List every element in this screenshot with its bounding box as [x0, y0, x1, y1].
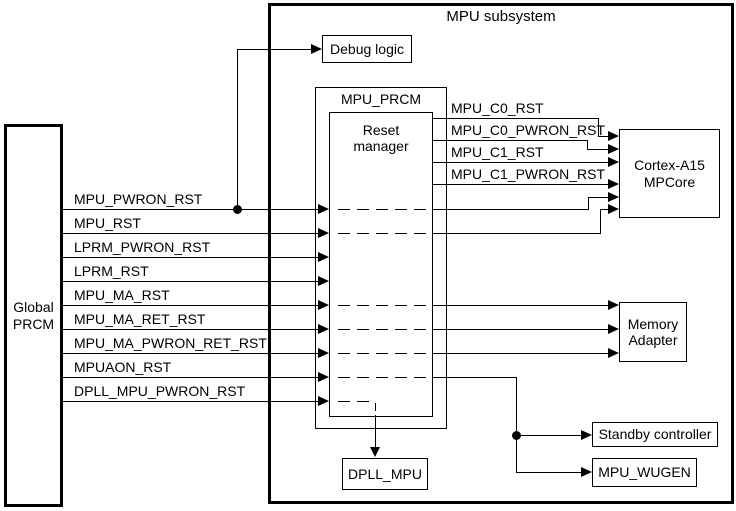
dashed-drop-dpll-mpu [375, 403, 376, 415]
debug-logic-label: Debug logic [330, 40, 404, 57]
arrowhead-mpu-ma-pwron-ret-rst [318, 348, 329, 358]
signal-line-mpu-pwron-rst [63, 209, 319, 210]
memory-line-mpu-ma-rst [433, 305, 609, 306]
passthrough-line2-mpu-rst [600, 209, 609, 210]
branch-line-debug-horizontal [237, 49, 312, 50]
arrowhead-mpu-c1-pwron-rst [608, 179, 619, 189]
signal-label-mpu-ma-ret-rst: MPU_MA_RET_RST [74, 311, 206, 327]
passthrough-line-mpu-rst [433, 233, 601, 234]
arrowhead-dpll-mpu [370, 447, 380, 457]
signal-line-mpu-c1-rst [433, 162, 609, 163]
arrowhead-standby-controller [581, 430, 592, 440]
mpu-prcm-label: MPU_PRCM [340, 91, 422, 107]
signal-line-lprm-rst [63, 281, 319, 282]
arrowhead-memory-mpu-ma-pwron-ret-rst [608, 348, 619, 358]
dashed-line-mpu-pwron-rst [338, 209, 433, 210]
reset-manager-box: Reset manager [329, 112, 433, 417]
mpu-wugen-label: MPU_WUGEN [598, 464, 691, 481]
standby-line [516, 435, 582, 436]
signal-line-mpu-ma-ret-rst [63, 329, 319, 330]
signal-line-dpll-mpu-pwron-rst [63, 401, 319, 402]
aon-line-vertical [516, 377, 517, 473]
arrowhead-cortex-mpu-pwron-rst [608, 192, 619, 202]
signal-line-mpu-c1-pwron-rst [433, 184, 609, 185]
arrowhead-cortex-mpu-rst [608, 204, 619, 214]
wugen-line [516, 472, 582, 473]
memory-line-mpu-ma-pwron-ret-rst [433, 353, 609, 354]
passthrough-bend-mpu-rst [600, 209, 601, 234]
signal-label-mpu-c0-pwron-rst: MPU_C0_PWRON_RST [451, 122, 606, 138]
passthrough-bend-mpu-pwron-rst [588, 197, 589, 210]
signal-label-mpu-c0-rst: MPU_C0_RST [451, 100, 544, 116]
arrowhead-mpu-c0-pwron-rst [608, 144, 619, 154]
dashed-line-mpu-ma-pwron-ret-rst [338, 353, 433, 354]
line-drop-dpll-mpu [375, 415, 376, 448]
signal-line-mpu-c0-pwron-rst [433, 140, 588, 141]
signal-label-lprm-pwron-rst: LPRM_PWRON_RST [74, 239, 211, 255]
passthrough-line-mpu-pwron-rst [433, 209, 589, 210]
dpll-mpu-box: DPLL_MPU [342, 458, 428, 490]
memory-adapter-box: Memory Adapter [619, 302, 687, 362]
debug-logic-box: Debug logic [322, 35, 412, 63]
cortex-a15-label: Cortex-A15 MPCore [634, 157, 705, 190]
memory-adapter-label: Memory Adapter [627, 315, 679, 348]
standby-controller-label: Standby controller [598, 426, 712, 443]
aon-line-horizontal [433, 377, 517, 378]
arrowhead-mpu-c0-rst [608, 131, 619, 141]
dashed-line-mpu-ma-ret-rst [338, 329, 433, 330]
memory-line-mpu-ma-ret-rst [433, 329, 609, 330]
arrowhead-dpll-mpu-pwron-rst [318, 396, 329, 406]
arrowhead-memory-mpu-ma-ret-rst [608, 324, 619, 334]
arrowhead-mpu-c1-rst [608, 157, 619, 167]
arrowhead-mpu-pwron-rst [318, 204, 329, 214]
dashed-line-dpll-mpu-pwron-rst [338, 401, 376, 402]
branch-line-debug-vertical [237, 49, 238, 210]
arrowhead-lprm-pwron-rst [318, 252, 329, 262]
signal-line-lprm-pwron-rst [63, 257, 319, 258]
arrowhead-lprm-rst [318, 276, 329, 286]
signal-label-mpu-pwron-rst: MPU_PWRON_RST [74, 191, 203, 207]
arrowhead-mpu-rst [318, 228, 329, 238]
arrowhead-mpuaon-rst [318, 372, 329, 382]
arrowhead-memory-mpu-ma-rst [608, 300, 619, 310]
signal-label-mpu-ma-pwron-ret-rst: MPU_MA_PWRON_RET_RST [74, 335, 267, 351]
dpll-mpu-label: DPLL_MPU [348, 465, 422, 482]
mpu-subsystem-title: MPU subsystem [446, 8, 556, 25]
passthrough-line2-mpu-pwron-rst [588, 197, 609, 198]
global-prcm-box: Global PRCM [4, 124, 63, 507]
arrowhead-mpu-ma-rst [318, 300, 329, 310]
signal-line-mpuaon-rst [63, 377, 319, 378]
reset-manager-label: Reset manager [353, 122, 409, 155]
signal-label-mpu-c1-rst: MPU_C1_RST [451, 144, 544, 160]
dashed-line-mpu-ma-rst [338, 305, 433, 306]
signal-line-mpu-rst [63, 233, 319, 234]
signal-line2-mpu-c0-rst [598, 136, 609, 137]
signal-label-mpuaon-rst: MPUAON_RST [74, 359, 172, 375]
signal-label-mpu-rst: MPU_RST [74, 215, 141, 231]
arrowhead-mpu-wugen [581, 467, 592, 477]
cortex-a15-box: Cortex-A15 MPCore [619, 129, 720, 218]
mpu-prcm-box: MPU_PRCM [315, 87, 447, 429]
signal-line-mpu-c0-rst [433, 118, 599, 119]
signal-label-mpu-ma-rst: MPU_MA_RST [74, 287, 170, 303]
signal-bend-mpu-c0-rst [598, 118, 599, 136]
signal-label-lprm-rst: LPRM_RST [74, 263, 149, 279]
dashed-line-mpuaon-rst [338, 377, 433, 378]
arrowhead-mpu-ma-ret-rst [318, 324, 329, 334]
global-prcm-label: Global PRCM [12, 299, 55, 332]
signal-line-mpu-ma-rst [63, 305, 319, 306]
signal-label-mpu-c1-pwron-rst: MPU_C1_PWRON_RST [451, 166, 606, 182]
dashed-line-mpu-rst [338, 233, 433, 234]
signal-line-mpu-ma-pwron-ret-rst [63, 353, 319, 354]
mpu-subsystem-box [268, 3, 734, 504]
signal-line2-mpu-c0-pwron-rst [587, 149, 609, 150]
signal-label-dpll-mpu-pwron-rst: DPLL_MPU_PWRON_RST [74, 383, 246, 399]
mpu-wugen-box: MPU_WUGEN [592, 458, 697, 487]
standby-controller-box: Standby controller [592, 422, 718, 447]
arrowhead-debug-logic [311, 44, 322, 54]
signal-bend-mpu-c0-pwron-rst [587, 140, 588, 149]
